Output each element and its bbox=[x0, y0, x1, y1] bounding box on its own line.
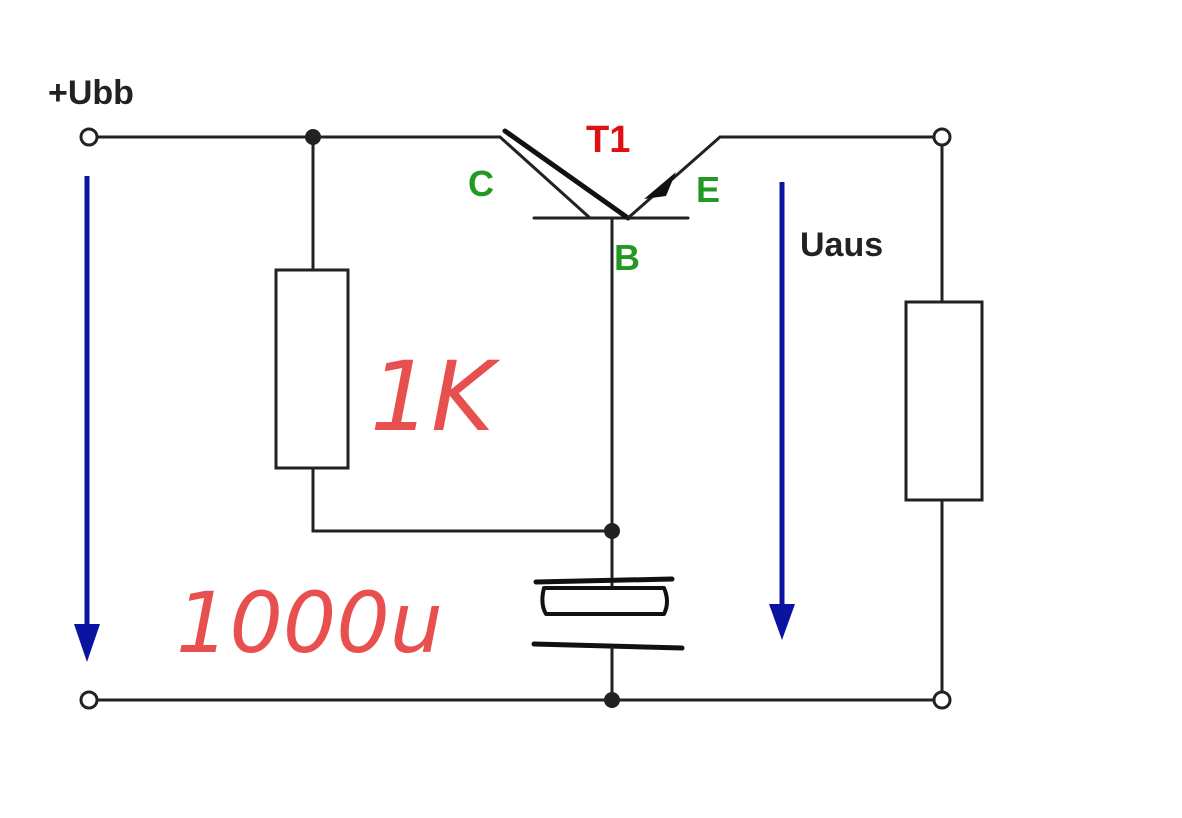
base-label: B bbox=[614, 237, 640, 278]
capacitor-plate-bottom bbox=[531, 641, 685, 651]
terminal-input-top bbox=[79, 127, 99, 147]
resistor-1k bbox=[274, 268, 350, 470]
transistor-collector-lead bbox=[498, 135, 592, 220]
resistor-value-label: 1K bbox=[370, 341, 501, 453]
transistor-collector-overdraw bbox=[502, 128, 631, 221]
supply-label: +Ubb bbox=[48, 74, 134, 112]
emitter-label: E bbox=[696, 169, 720, 210]
capacitor-plate-top bbox=[533, 576, 675, 585]
terminal-output-bottom bbox=[932, 690, 952, 710]
output-voltage-arrow bbox=[769, 182, 795, 640]
input-voltage-arrow bbox=[74, 176, 100, 662]
terminal-input-bottom bbox=[79, 690, 99, 710]
collector-label: C bbox=[468, 163, 494, 204]
capacitor-body bbox=[540, 586, 669, 616]
transistor-emitter-arrow bbox=[644, 172, 676, 199]
junction-bottom bbox=[604, 692, 620, 708]
terminal-output-top bbox=[932, 127, 952, 147]
output-voltage-label: Uaus bbox=[800, 226, 883, 264]
transistor-label: T1 bbox=[586, 119, 630, 161]
transistor-emitter-lead bbox=[626, 135, 722, 220]
capacitor-value-label: 1000u bbox=[176, 574, 443, 672]
junction-base bbox=[604, 523, 620, 539]
junction-top bbox=[305, 129, 321, 145]
load-resistor bbox=[904, 300, 984, 502]
resistor-1k-lead-bottom bbox=[311, 466, 614, 533]
